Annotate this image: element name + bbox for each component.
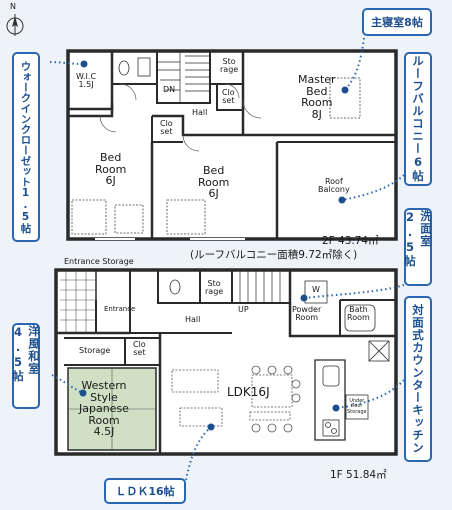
- callout-master-bedroom: 主寝室8帖: [362, 8, 432, 36]
- callout-ldk: ＬＤＫ16帖: [104, 478, 186, 504]
- storage-1f-left-label: Storage: [79, 346, 111, 355]
- callout-washroom: 洗面室2.5帖: [403, 208, 433, 286]
- callout-counter-kitchen: 対面式カウンターキッチン: [404, 296, 432, 462]
- compass-icon: [6, 14, 24, 36]
- callout-western-japanese: 洋風和室4.5帖: [11, 323, 41, 409]
- floor2-balcony-note: (ルーフバルコニー面積9.72㎡除く): [190, 249, 358, 261]
- callout-roof-balcony: ルーフバルコニー6帖: [404, 52, 432, 186]
- floor1-area-label: 1F 51.84㎡: [330, 469, 387, 481]
- hall-2f-label: Hall: [192, 108, 208, 117]
- entrance-label: Entrance: [104, 305, 136, 313]
- compass-north-label: N: [10, 2, 16, 11]
- w-label: W: [312, 285, 320, 294]
- ldk-room-label: LDK16J: [227, 385, 270, 399]
- callout-walk-in-closet: ウォークインクローゼット1.5帖: [12, 52, 40, 242]
- entrance-storage-label: Entrance Storage: [64, 257, 134, 266]
- dn-label: DN: [163, 85, 176, 94]
- hall-1f-label: Hall: [185, 315, 201, 324]
- up-label: UP: [238, 305, 249, 314]
- floor2-area-label: 2F 43.74㎡: [322, 235, 379, 247]
